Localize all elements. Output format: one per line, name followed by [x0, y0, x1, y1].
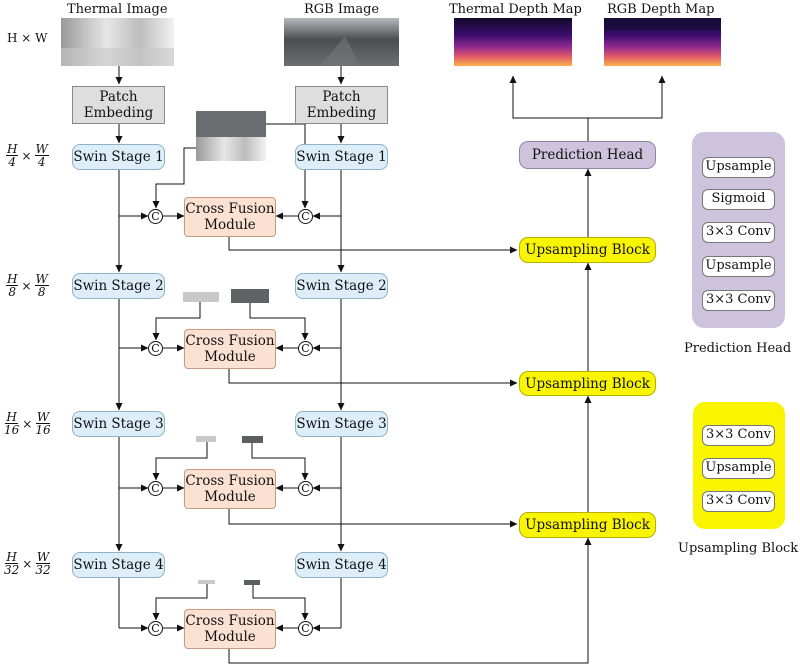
upsampling-block-caption: Upsampling Block [678, 541, 799, 556]
pred-layer-sigmoid: Sigmoid [702, 189, 775, 210]
thermal-depth-map-thumbnail [454, 18, 572, 66]
rgb-image-thumbnail [284, 18, 399, 66]
thermal-swin-stage-2: Swin Stage 2 [72, 273, 165, 299]
rgb-swin-stage-4: Swin Stage 4 [295, 552, 388, 578]
concat-rgb-4: C [298, 621, 313, 636]
cross-fusion-module-2: Cross Fusion Module [184, 329, 276, 369]
ups-layer-conv-lower: 3×3 Conv [702, 491, 775, 512]
concat-rgb-1: C [298, 209, 313, 224]
pred-layer-upsample-bottom: Upsample [702, 256, 775, 277]
upsampling-block-2: Upsampling Block [519, 371, 656, 396]
rgb-depth-map-thumbnail [604, 18, 721, 66]
ups-layer-conv-upper: 3×3 Conv [702, 425, 775, 446]
rgb-patch-embedding: Patch Embeding [295, 86, 388, 124]
cross-fusion-module-4: Cross Fusion Module [184, 609, 276, 649]
thermal-depth-map-label: Thermal Depth Map [449, 2, 582, 17]
concat-thermal-2: C [148, 341, 163, 356]
concat-rgb-2: C [298, 341, 313, 356]
rgb-image-label: RGB Image [304, 2, 380, 17]
rgb-depth-map-label: RGB Depth Map [607, 2, 715, 17]
ups-layer-upsample: Upsample [702, 458, 775, 479]
cross-fusion-module-1: Cross Fusion Module [184, 197, 276, 237]
pred-layer-conv-lower: 3×3 Conv [702, 290, 775, 311]
upsampling-block-3: Upsampling Block [519, 512, 656, 538]
concat-thermal-3: C [148, 481, 163, 496]
thermal-swin-stage-1: Swin Stage 1 [72, 144, 165, 170]
rgb-swin-stage-2: Swin Stage 2 [295, 273, 388, 299]
fusion-thumbnails [183, 111, 269, 585]
cross-fusion-module-3: Cross Fusion Module [184, 469, 276, 509]
resolution-label: H × W [7, 31, 48, 45]
prediction-head-block: Prediction Head [519, 141, 656, 169]
thermal-swin-stage-4: Swin Stage 4 [72, 552, 165, 578]
rgb-swin-stage-1: Swin Stage 1 [295, 144, 388, 170]
thermal-image-label: Thermal Image [67, 2, 168, 17]
pred-layer-upsample-top: Upsample [702, 157, 775, 178]
thermal-image-thumbnail [61, 18, 174, 66]
upsampling-block-1: Upsampling Block [519, 237, 656, 263]
pred-layer-conv-upper: 3×3 Conv [702, 222, 775, 243]
concat-rgb-3: C [298, 481, 313, 496]
thermal-swin-stage-3: Swin Stage 3 [72, 411, 165, 437]
thermal-patch-embedding: Patch Embeding [72, 86, 165, 124]
rgb-swin-stage-3: Swin Stage 3 [295, 411, 388, 437]
concat-thermal-1: C [148, 209, 163, 224]
concat-thermal-4: C [148, 621, 163, 636]
prediction-head-caption: Prediction Head [684, 341, 792, 356]
